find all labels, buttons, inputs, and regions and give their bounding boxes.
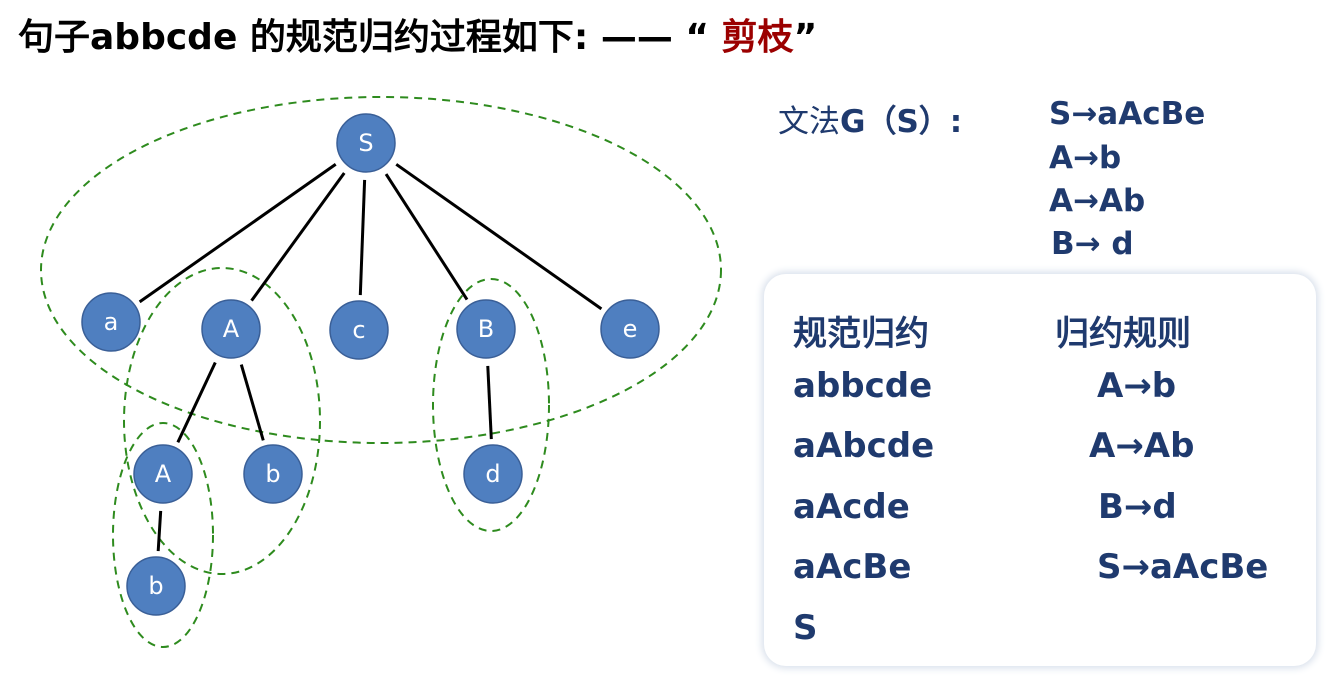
tree-node-circle [243, 444, 303, 504]
tree-node-A1: A [201, 299, 261, 359]
reduction-header-left: 规范归约 [793, 314, 929, 354]
title-suffix: ” [793, 17, 818, 58]
reduction-form: aAcde [793, 487, 910, 527]
tree-node-label: B [478, 315, 494, 343]
tree-node-circle [329, 300, 389, 360]
tree-edge-A1-A2 [176, 361, 217, 443]
tree-node-circle [600, 299, 660, 359]
reduction-rule: A→b [1097, 366, 1177, 406]
tree-edge-S-c [358, 179, 367, 296]
tree-edges [138, 163, 603, 552]
reduction-card [764, 274, 1316, 666]
tree-node-label: b [265, 460, 280, 488]
tree-node-S: S [336, 113, 396, 173]
group-ellipse-B-d [432, 278, 550, 532]
tree-node-label: e [623, 315, 638, 343]
reduction-form: abbcde [793, 366, 933, 406]
grammar-production: B→ d [1051, 226, 1134, 262]
group-ellipse-A-b [112, 422, 214, 648]
reduction-rule: A→Ab [1089, 426, 1195, 466]
tree-node-circle [456, 299, 516, 359]
reduction-rule: S→aAcBe [1097, 547, 1269, 587]
reduction-form: aAcBe [793, 547, 912, 587]
grammar-production: S→aAcBe [1049, 96, 1206, 132]
tree-node-a: a [81, 292, 141, 352]
grammar-label-text: 文法 [778, 104, 840, 140]
tree-node-circle [133, 444, 193, 504]
grammar-production: A→Ab [1049, 183, 1146, 219]
tree-node-circle [81, 292, 141, 352]
tree-node-label: S [358, 129, 373, 157]
reduction-rule: B→d [1098, 487, 1177, 527]
reduction-header-right: 归约规则 [1055, 314, 1191, 354]
tree-edge-S-B [384, 173, 469, 301]
tree-edge-A1-b1 [239, 364, 265, 441]
tree-node-B: B [456, 299, 516, 359]
tree-node-label: c [352, 316, 365, 344]
tree-node-label: d [485, 460, 500, 488]
tree-node-label: a [104, 308, 119, 336]
tree-node-d: d [463, 444, 523, 504]
tree-node-circle [201, 299, 261, 359]
reduction-form: S [793, 608, 818, 648]
tree-edge-S-A1 [250, 172, 346, 302]
tree-node-circle [126, 556, 186, 616]
tree-edge-A2-b2 [156, 510, 163, 552]
tree-node-label: A [155, 460, 172, 488]
title-prefix: 句子abbcde 的规范归约过程如下: —— “ [18, 17, 710, 58]
group-ellipse-S [40, 96, 722, 444]
tree-node-label: A [223, 315, 240, 343]
tree-node-label: b [148, 572, 163, 600]
title-accent: 剪枝 [709, 17, 794, 58]
reduction-form: aAbcde [793, 426, 935, 466]
grammar-label-g: G（S）: [840, 104, 963, 140]
tree-node-A2: A [133, 444, 193, 504]
grammar-production: A→b [1049, 140, 1122, 176]
tree-node-circle [463, 444, 523, 504]
tree-edge-S-a [138, 163, 337, 304]
tree-node-circle [336, 113, 396, 173]
tree-node-b1: b [243, 444, 303, 504]
page-title: 句子abbcde 的规范归约过程如下: —— “ 剪枝” [18, 8, 817, 60]
tree-node-e: e [600, 299, 660, 359]
tree-edge-S-e [395, 163, 603, 311]
tree-edge-B-d [486, 365, 493, 440]
group-ellipse-A-Ab [123, 267, 321, 575]
grammar-label: 文法G（S）: [778, 96, 962, 141]
tree-node-c: c [329, 300, 389, 360]
tree-node-b2: b [126, 556, 186, 616]
